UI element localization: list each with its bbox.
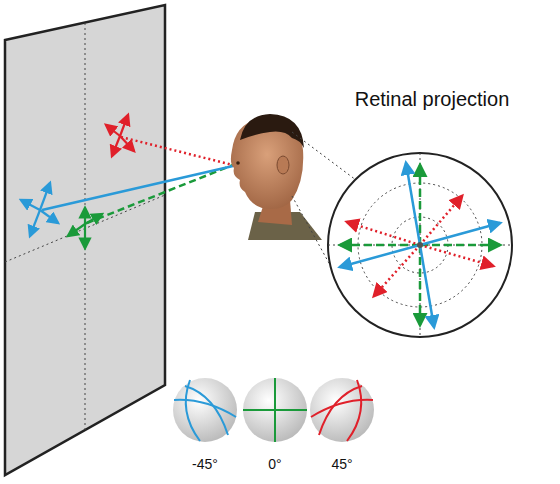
angle-label: 45° <box>331 456 352 472</box>
angle-label: 0° <box>268 456 281 472</box>
sphere-icons <box>173 378 374 442</box>
angle-label: -45° <box>192 456 218 472</box>
retina <box>328 153 512 337</box>
screen <box>5 5 165 475</box>
panel-title: Retinal projection <box>355 88 510 111</box>
head <box>231 114 322 240</box>
